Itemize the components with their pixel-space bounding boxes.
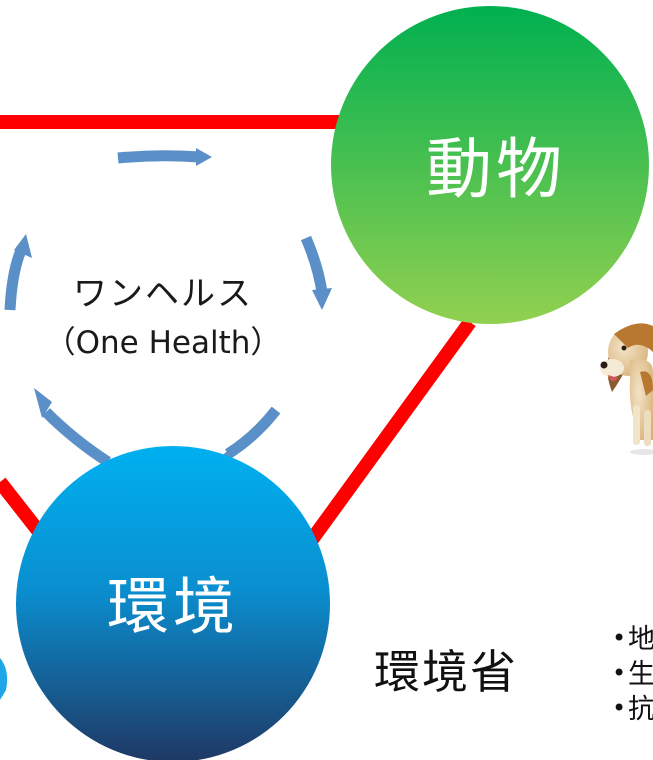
arrow-down-icon	[300, 235, 332, 310]
environment-label: 環境	[107, 570, 239, 643]
connector-right	[294, 317, 476, 561]
bullet-list: • 地 • 生 • 抗	[612, 624, 653, 725]
animal-label: 動物	[426, 131, 566, 208]
bullet-text: 生	[628, 659, 653, 690]
bullet-text: 抗	[628, 694, 653, 725]
bullet-marker: •	[612, 624, 626, 652]
center-title: ワンヘルス	[73, 274, 253, 314]
environment-circle	[16, 446, 330, 760]
bullet-marker: •	[612, 694, 626, 722]
bullet-item-2: • 生	[612, 659, 653, 690]
arrow-right-icon	[117, 148, 212, 166]
center-subtitle: （One Health）	[45, 325, 282, 361]
bullet-item-1: • 地	[612, 624, 653, 655]
ministry-label: 環境省	[374, 645, 518, 699]
arrow-up-left-icon	[34, 388, 111, 467]
animal-node: 動物	[331, 6, 649, 324]
bullet-marker: •	[612, 659, 626, 687]
animal-circle	[331, 6, 649, 324]
dog-icon	[600, 323, 653, 455]
bullet-item-3: • 抗	[612, 694, 653, 725]
center-label: ワンヘルス （One Health）	[45, 274, 282, 361]
cycle-arrows	[4, 148, 332, 468]
left-edge-accent	[0, 658, 8, 700]
bullet-text: 地	[628, 624, 653, 655]
arrow-up-icon	[4, 234, 32, 311]
environment-node: 環境	[16, 446, 330, 760]
